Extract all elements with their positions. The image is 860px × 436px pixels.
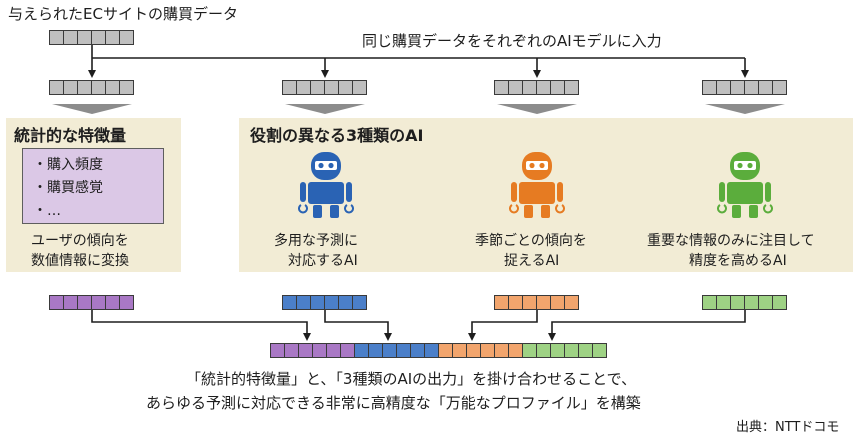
- input-bar-ai-2: [494, 80, 579, 95]
- feature-item: ・…: [33, 203, 61, 219]
- robot-icon-green: [717, 150, 773, 220]
- robot-icon-blue: [298, 150, 354, 220]
- ai-panel-title: 役割の異なる3種類のAI: [250, 126, 424, 145]
- ai-1-caption-line1: 多用な予測に: [274, 233, 358, 249]
- stats-caption-line2: 数値情報に変換: [31, 253, 129, 269]
- input-bar-stats: [49, 80, 134, 95]
- stats-panel-title: 統計的な特徴量: [14, 126, 127, 145]
- ai-3-caption-line1: 重要な情報のみに注目して: [647, 233, 815, 249]
- ai-1-caption-line2: 対応するAI: [288, 253, 358, 269]
- output-bar-orange: [494, 295, 579, 310]
- combined-profile-bar: [270, 343, 607, 358]
- source-data-bar: [49, 30, 134, 45]
- ai-2-caption-line1: 季節ごとの傾向を: [475, 233, 587, 249]
- output-bar-green: [702, 295, 787, 310]
- output-bar-blue: [282, 295, 367, 310]
- output-bar-purple: [49, 295, 134, 310]
- stats-caption-line1: ユーザの傾向を: [31, 233, 129, 249]
- ai-3-caption-line2: 精度を高めるAI: [689, 253, 787, 269]
- summary-line1: 「統計的特徴量」と、「3種類のAIの出力」を掛け合わせることで、: [186, 370, 637, 388]
- source-data-title: 与えられたECサイトの購買データ: [8, 5, 238, 23]
- feature-item: ・購入頻度: [33, 157, 103, 173]
- robot-icon-orange: [509, 150, 565, 220]
- source-credit: 出典：NTTドコモ: [736, 420, 840, 435]
- sharing-note: 同じ購買データをそれぞれのAIモデルに入力: [362, 32, 662, 50]
- summary-line2: あらゆる予測に対応できる非常に高精度な「万能なプロファイル」を構築: [146, 394, 641, 412]
- stats-feature-list: ・購入頻度 ・購買感覚 ・…: [22, 148, 164, 224]
- feature-item: ・購買感覚: [33, 180, 103, 196]
- ai-2-caption-line2: 捉えるAI: [504, 253, 560, 269]
- input-bar-ai-3: [702, 80, 787, 95]
- input-bar-ai-1: [282, 80, 367, 95]
